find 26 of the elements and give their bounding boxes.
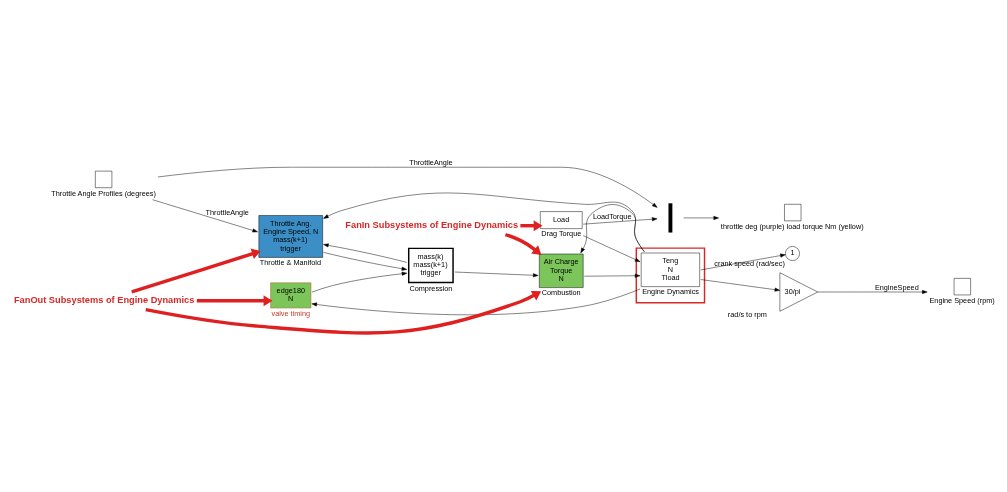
arrow	[323, 252, 408, 271]
node-bar	[668, 203, 673, 233]
node-box	[784, 204, 802, 222]
arrow	[454, 271, 539, 278]
node-text: FanOut Subsystems of Engine Dynamics	[13, 294, 195, 305]
arrow	[700, 253, 786, 271]
arrow	[700, 279, 781, 292]
node-text: FanIn Subsystems of Engine Dynamics	[345, 219, 519, 230]
arrow	[580, 204, 645, 254]
node-box	[953, 278, 971, 296]
arrow	[323, 192, 645, 253]
arrow	[323, 243, 408, 263]
arrow	[145, 291, 542, 335]
arrow	[683, 215, 719, 220]
arrow	[504, 232, 542, 255]
node-box	[95, 170, 113, 188]
arrow	[311, 271, 408, 293]
arrow	[817, 290, 928, 294]
arrow	[583, 217, 658, 225]
arrow	[131, 248, 261, 294]
arrow	[196, 295, 273, 307]
arrow	[311, 288, 641, 315]
arrow	[152, 199, 258, 233]
arrow	[583, 235, 641, 262]
arrow	[157, 167, 658, 208]
arrow	[584, 273, 641, 278]
